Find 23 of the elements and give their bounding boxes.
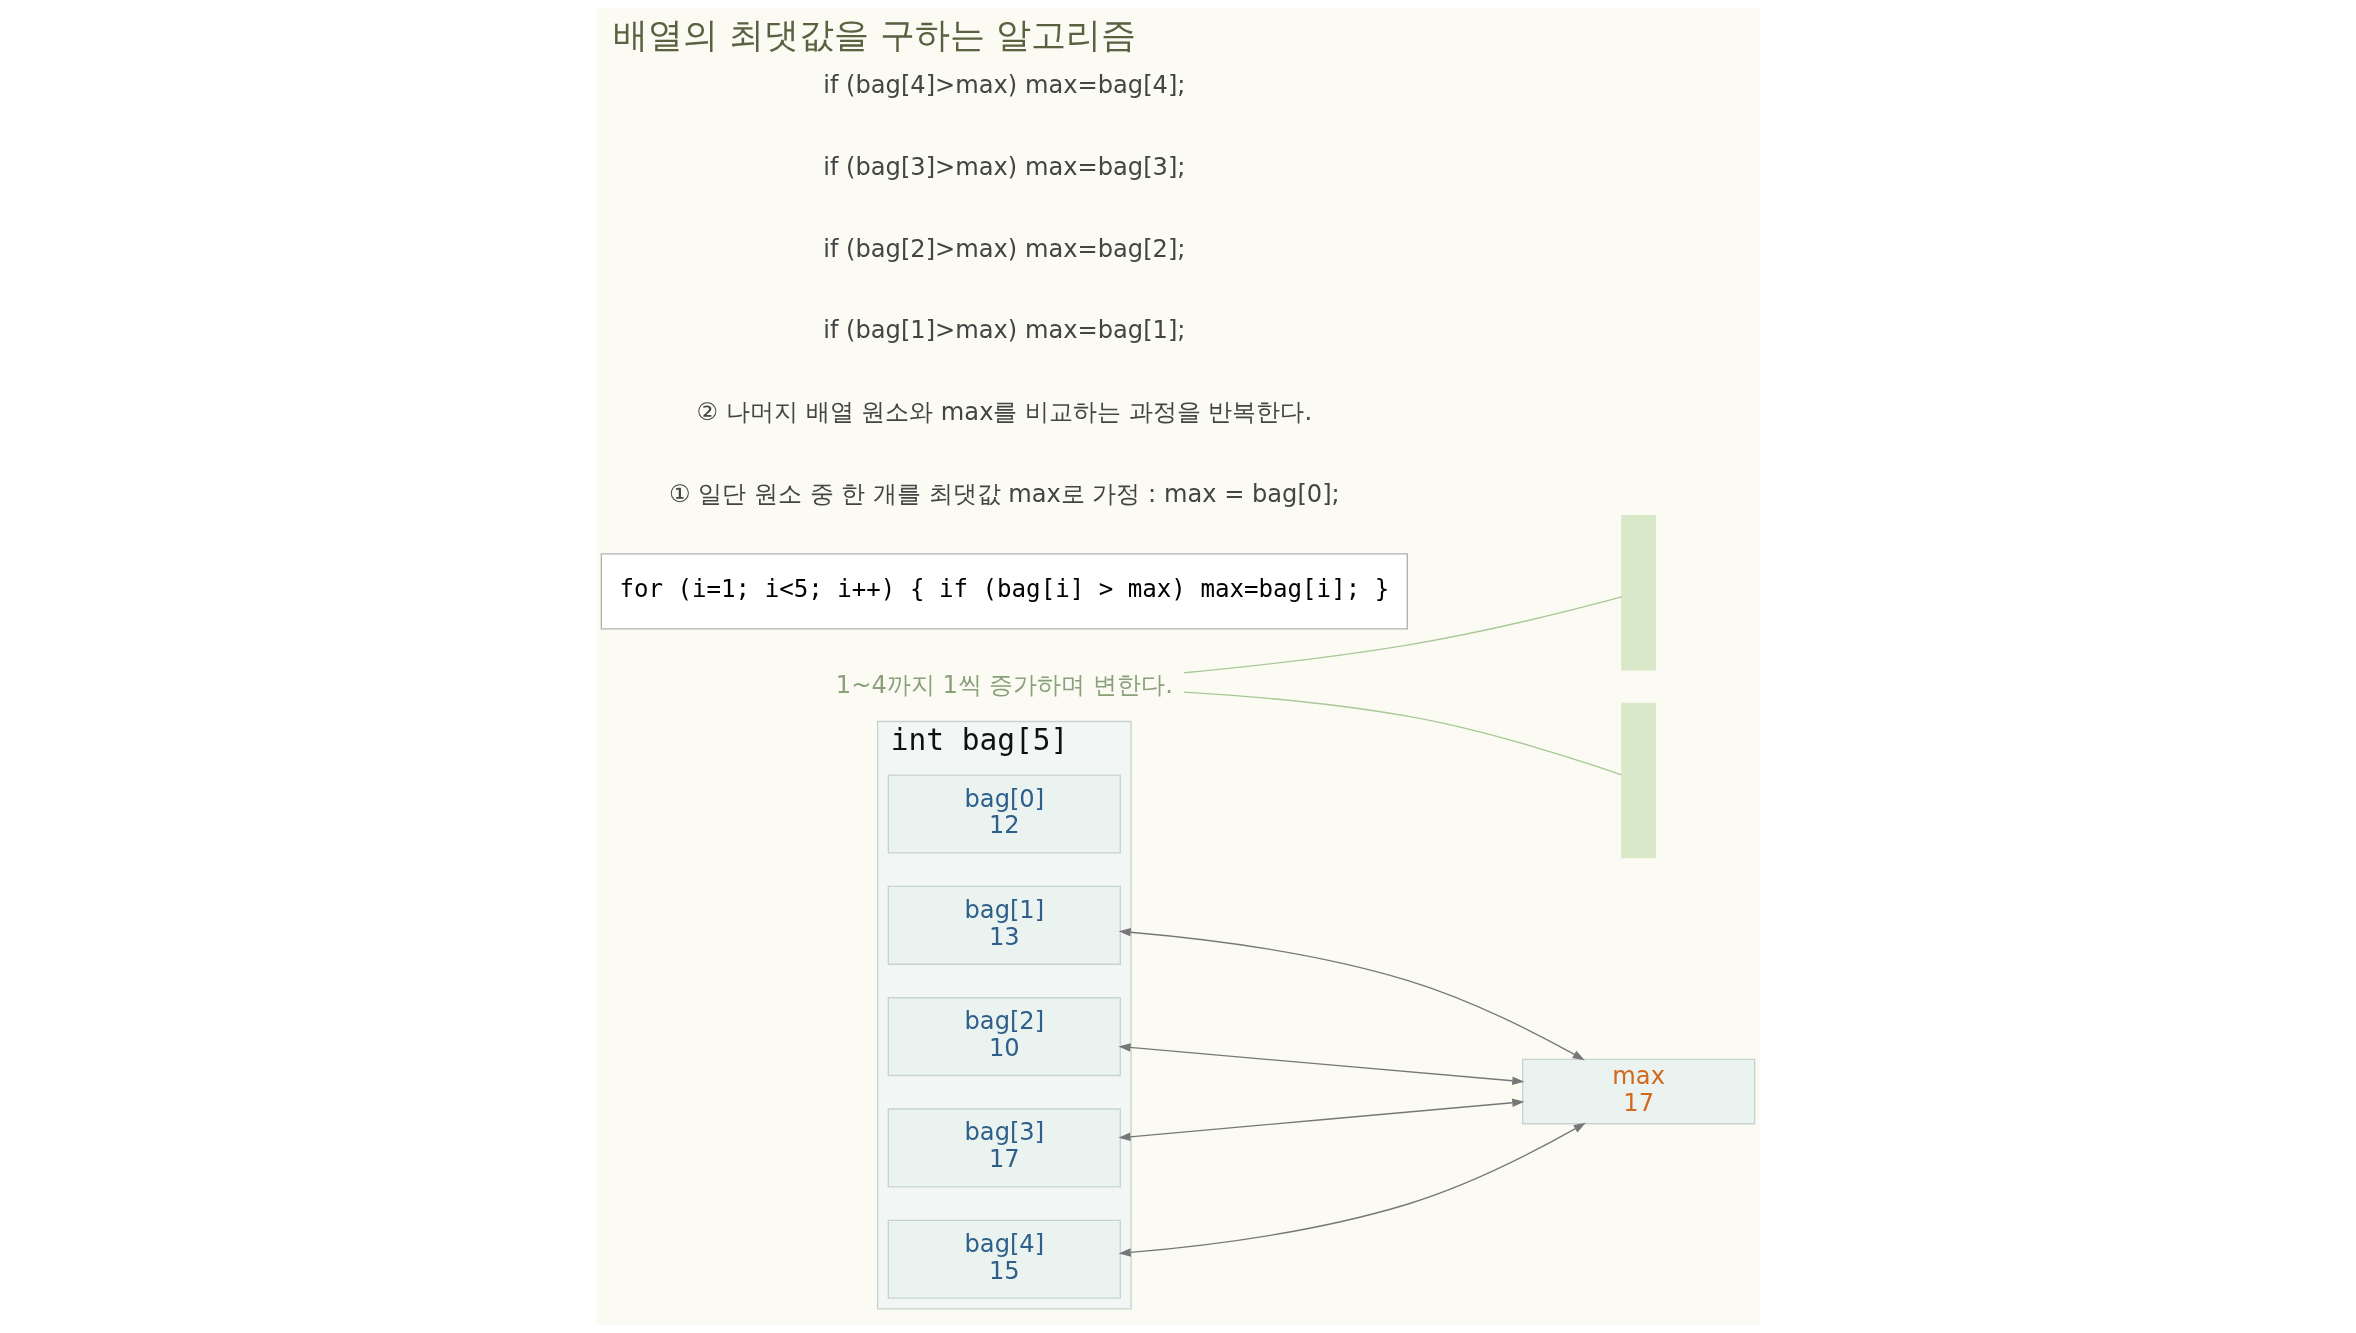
diagram-title: 배열의 최댓값을 구하는 알고리즘 (612, 14, 1136, 55)
label: ② 나머지 배열 원소와 max를 비교하는 과정을 반복한다. (696, 398, 1313, 427)
label: if (bag[3]>max) max=bag[3]; (823, 152, 1186, 181)
label: ① 일단 원소 중 한 개를 최댓값 max로 가정 : max = bag[0]; (668, 480, 1340, 509)
connector (1183, 596, 1623, 674)
node-box: bag[3] 17 (887, 1108, 1121, 1188)
node-bar (1621, 702, 1657, 859)
node-text: 1~4까지 1씩 증가하며 변한다. (835, 670, 1173, 699)
node-box: for (i=1; i<5; i++) { if (bag[i] > max) max=bag[i]; } (600, 553, 1408, 630)
arrow (1118, 928, 1585, 1061)
arrow (1118, 1122, 1586, 1257)
node-bar (1621, 514, 1657, 671)
node-box: bag[2] 10 (887, 997, 1121, 1077)
arrow (1118, 1043, 1525, 1085)
label: if (bag[4]>max) max=bag[4]; (823, 71, 1186, 100)
label: if (bag[2]>max) max=bag[2]; (823, 234, 1186, 263)
node-box: max 17 (1521, 1058, 1756, 1125)
node-box: bag[0] 12 (887, 774, 1121, 854)
node-box: bag[1] 13 (887, 885, 1121, 965)
label: if (bag[1]>max) max=bag[1]; (823, 316, 1186, 345)
arrow (1118, 1098, 1525, 1141)
node-box: bag[4] 15 (887, 1219, 1121, 1299)
connector (1183, 691, 1623, 776)
